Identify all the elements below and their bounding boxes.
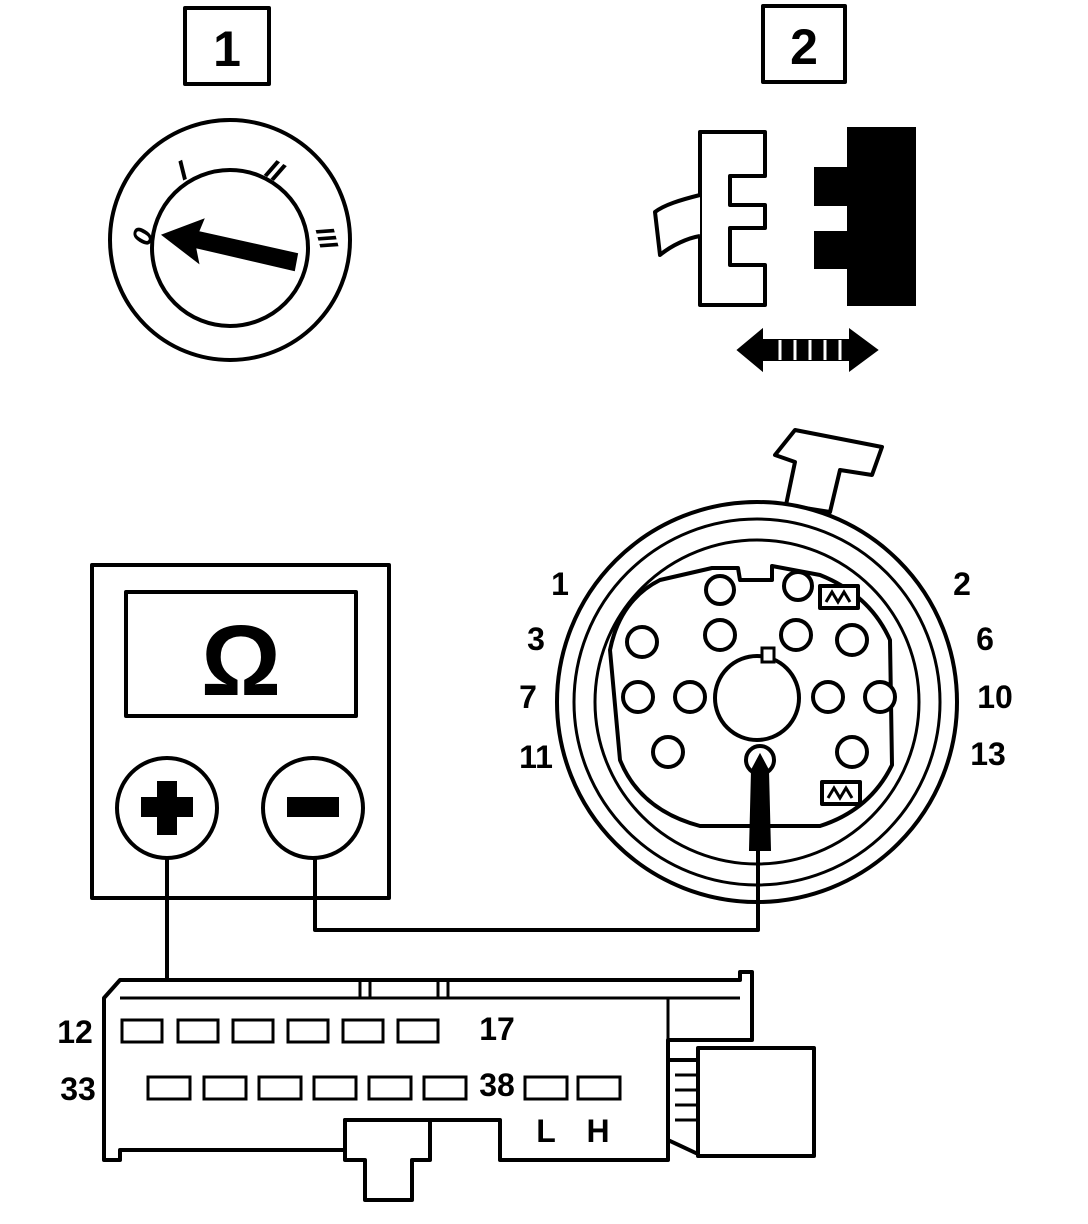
pin-hole	[673, 680, 707, 714]
pin-hole	[704, 574, 736, 606]
pin-hole	[621, 680, 655, 714]
step-1-label: 1	[213, 21, 241, 77]
cavity	[523, 1075, 569, 1101]
cavity	[576, 1075, 622, 1101]
cavity	[312, 1075, 358, 1101]
pin-hole	[779, 618, 813, 652]
cavity	[257, 1075, 303, 1101]
cavity	[422, 1075, 468, 1101]
step-1-box	[183, 6, 271, 86]
cavity-probed	[146, 1075, 192, 1101]
cavity	[367, 1075, 413, 1101]
connector-latch	[343, 1118, 432, 1202]
latch-top	[818, 584, 860, 610]
cavity	[396, 1018, 440, 1044]
pin-label-38: 38	[479, 1067, 515, 1103]
ignition-switch-icon: 0 I II III	[108, 118, 352, 362]
pin-label-11: 11	[519, 739, 553, 775]
negative-probe	[748, 752, 772, 851]
pin-label-2: 2	[953, 566, 971, 602]
plus-icon	[141, 781, 193, 835]
center-bore	[713, 654, 801, 742]
minus-icon	[287, 797, 339, 817]
cavity	[120, 1018, 164, 1044]
pin-label-6: 6	[976, 621, 994, 657]
pin-label-10: 10	[977, 679, 1013, 715]
latch-bottom	[820, 780, 862, 806]
can-low-label: L	[536, 1113, 556, 1149]
step-2-panel: 2	[653, 4, 916, 373]
top-row-cavities	[120, 1018, 440, 1044]
step-1-panel: 1 0 I II III	[108, 6, 352, 362]
step-2-label: 2	[790, 19, 818, 75]
meter-display	[124, 590, 358, 718]
pin-hole	[835, 735, 869, 769]
pin-hole	[782, 570, 814, 602]
pin-hole	[651, 735, 685, 769]
pin-hole	[863, 680, 897, 714]
pin-hole	[625, 625, 659, 659]
step-2-box	[761, 4, 847, 84]
pin-label-13: 13	[970, 736, 1006, 772]
can-high-label: H	[586, 1113, 609, 1149]
pin-hole	[811, 680, 845, 714]
cavity	[341, 1018, 385, 1044]
cavity	[286, 1018, 330, 1044]
pin-hole	[835, 623, 869, 657]
block-connector: 12 17 33 38 L H	[57, 970, 816, 1202]
connector-tab	[773, 428, 884, 514]
bottom-row-cavities	[146, 1075, 622, 1101]
ohm-symbol: Ω	[201, 605, 281, 717]
pin-label-3: 3	[527, 621, 545, 657]
pin-label-33: 33	[60, 1071, 96, 1107]
cavity	[176, 1018, 220, 1044]
cavity	[202, 1075, 248, 1101]
connector-halves-icon	[653, 127, 916, 373]
pin-hole	[703, 618, 737, 652]
pin-label-1: 1	[551, 566, 569, 602]
negative-lead	[313, 848, 760, 932]
pin-label-17: 17	[479, 1011, 515, 1047]
cavity	[231, 1018, 275, 1044]
pin-holes	[621, 570, 897, 776]
side-plug	[696, 1046, 816, 1158]
pin-label-12: 12	[57, 1014, 93, 1050]
pin-label-7: 7	[519, 679, 537, 715]
double-arrow-icon	[736, 327, 879, 373]
ohmmeter: Ω	[90, 563, 391, 900]
